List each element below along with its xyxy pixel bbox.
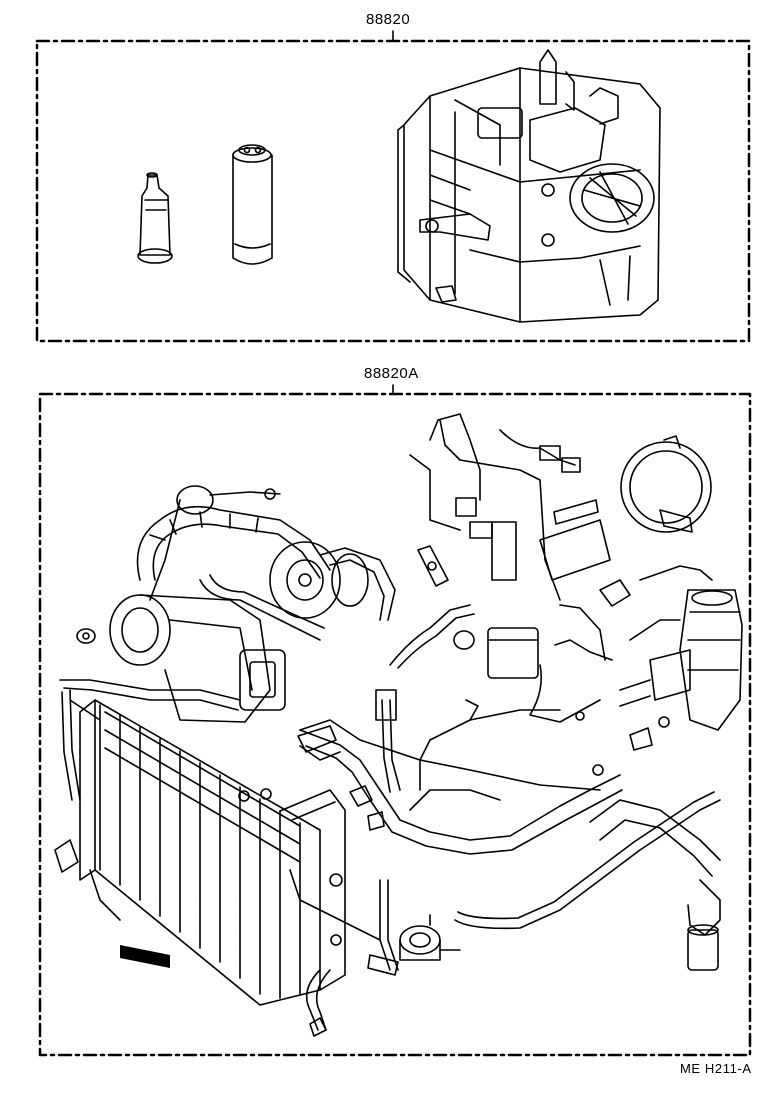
receiver-drier-part-icon — [233, 145, 272, 264]
diagram-reference-code: ME H211-A — [680, 1061, 752, 1076]
group-frame-88820a — [40, 394, 750, 1055]
heater-cooler-unit-icon — [398, 50, 660, 322]
group-frame-88820 — [37, 41, 749, 341]
vacuum-switch-icon — [368, 915, 460, 975]
piping-and-wiring-icon — [390, 414, 712, 722]
group-label-88820a: 88820A — [364, 365, 419, 382]
compressor-icon — [110, 486, 395, 722]
small-hardware-icon — [77, 629, 669, 830]
refrigerant-pipes-icon — [55, 680, 720, 1036]
clamp-ring-icon — [621, 436, 711, 532]
condenser-icon — [70, 700, 345, 1005]
fitting-sleeve-part-icon — [138, 173, 172, 263]
expansion-valve-icon — [620, 590, 742, 730]
group-label-88820: 88820 — [366, 11, 411, 28]
